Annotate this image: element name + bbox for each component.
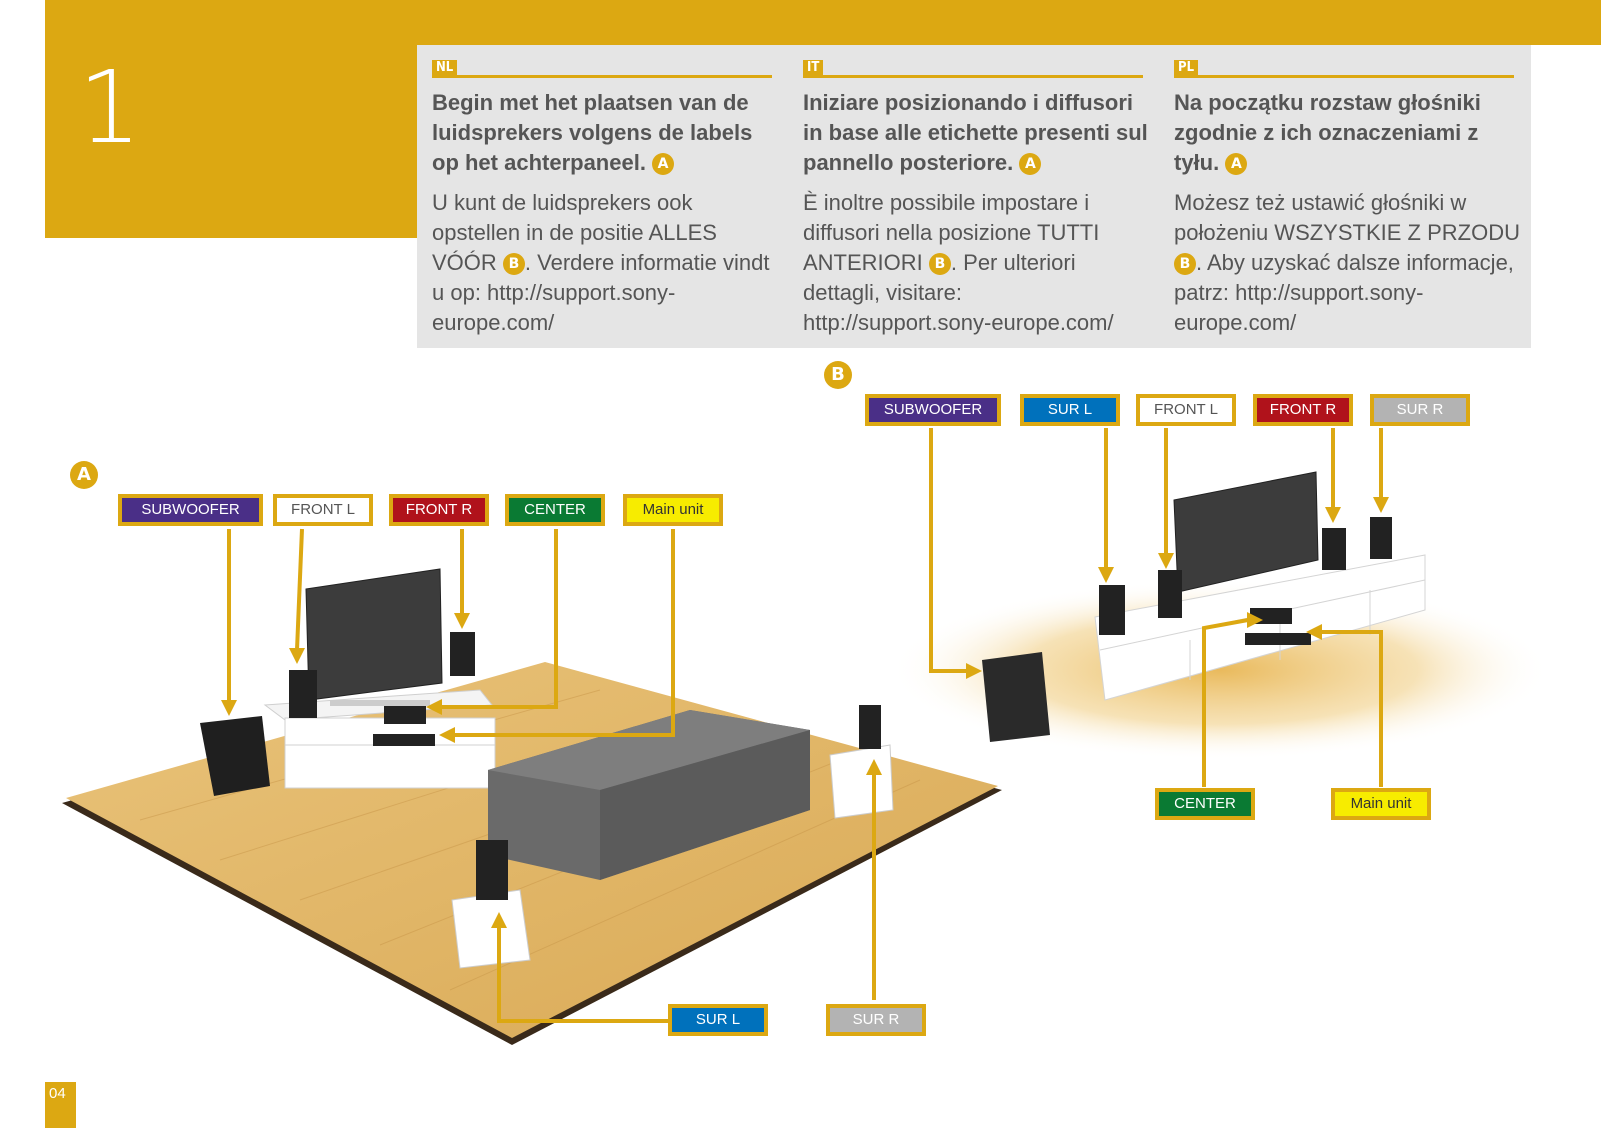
step-block [45,0,417,238]
marker-a-icon: A [70,461,98,489]
lang-bar: PL [1174,60,1514,78]
speaker-front-r-b [1322,528,1346,570]
callout-arrows-a [221,613,882,928]
page-number: 04 [45,1082,76,1128]
badge-b-icon: B [502,253,525,275]
label-front-r-b: FRONT R [1253,394,1353,426]
label-center-b: CENTER [1155,788,1255,820]
label-main-unit-b: Main unit [1331,788,1431,820]
label-sur-r-b: SUR R [1370,394,1470,426]
instruction-plain: Możesz też ustawić głośniki w położeniu … [1174,188,1524,338]
room-a-illustration [62,568,1002,1045]
speaker-sur-l-a [476,840,508,900]
label-subwoofer-b: SUBWOOFER [865,394,1001,426]
instruction-plain: U kunt de luidsprekers ook opstellen in … [432,188,782,338]
lang-column-nl: NL Begin met het plaatsen van de luidspr… [417,45,789,348]
instruction-plain-text-a: Możesz też ustawić głośniki w położeniu … [1174,190,1520,245]
main-unit-b [1245,633,1311,645]
main-unit-a [373,734,435,746]
instruction-plain: È inoltre possibile impostare i diffusor… [803,188,1153,338]
instruction-bold-text: Begin met het plaatsen van de luidspreke… [432,90,753,175]
instruction-bold-text: Iniziare posizionando i diffusori in bas… [803,90,1148,175]
badge-b-icon: B [928,253,951,275]
speaker-sur-r-a [859,705,881,749]
instruction-plain-text-b: . Verdere informatie vindt u op: http://… [432,250,770,335]
subwoofer-b [982,652,1050,742]
instruction-bold: Iniziare posizionando i diffusori in bas… [803,88,1153,178]
badge-a-icon: A [1019,153,1042,175]
subwoofer-a [200,716,270,796]
callout-lines-a [227,528,876,1023]
speaker-sur-l-b [1099,585,1125,635]
label-sur-r-a: SUR R [826,1004,926,1036]
lang-tag: NL [432,60,458,76]
step-number: 1 [78,49,142,166]
lang-column-it: IT Iniziare posizionando i diffusori in … [788,45,1160,348]
instruction-plain-text-a: U kunt de luidsprekers ook opstellen in … [432,190,717,275]
speaker-front-r-a [450,632,475,676]
lang-bar: IT [803,60,1143,78]
badge-a-icon: A [652,153,675,175]
instruction-bold-text: Na początku rozstaw głośniki zgodnie z i… [1174,90,1481,175]
instruction-bold: Na początku rozstaw głośniki zgodnie z i… [1174,88,1524,178]
room-b-illustration [890,471,1550,760]
label-front-l-a: FRONT L [273,494,373,526]
instruction-plain-text-b: . Per ulteriori dettagli, visitare: http… [803,250,1114,335]
speaker-center-a [384,706,426,724]
lang-bar: NL [432,60,772,78]
instruction-bold: Begin met het plaatsen van de luidspreke… [432,88,782,178]
marker-b-icon: B [824,361,852,389]
lang-tag: PL [1174,60,1199,76]
speaker-sur-r-b [1370,517,1392,559]
label-center-a: CENTER [505,494,605,526]
speaker-front-l-b [1158,570,1182,618]
label-subwoofer-a: SUBWOOFER [118,494,263,526]
instruction-plain-text-a: È inoltre possibile impostare i diffusor… [803,190,1100,275]
label-main-unit-a: Main unit [623,494,723,526]
lang-column-pl: PL Na początku rozstaw głośniki zgodnie … [1159,45,1531,348]
badge-b-icon: B [1174,253,1196,275]
label-sur-l-b: SUR L [1020,394,1120,426]
lang-tag: IT [803,60,824,76]
callout-arrows-b [966,497,1389,679]
label-sur-l-a: SUR L [668,1004,768,1036]
instruction-plain-text-b: . Aby uzyskać dalsze informacje, patrz: … [1174,250,1514,335]
label-front-l-b: FRONT L [1136,394,1236,426]
badge-a-icon: A [1225,153,1248,175]
callout-lines-b [929,428,1383,787]
label-front-r-a: FRONT R [389,494,489,526]
speaker-front-l-a [289,670,317,718]
